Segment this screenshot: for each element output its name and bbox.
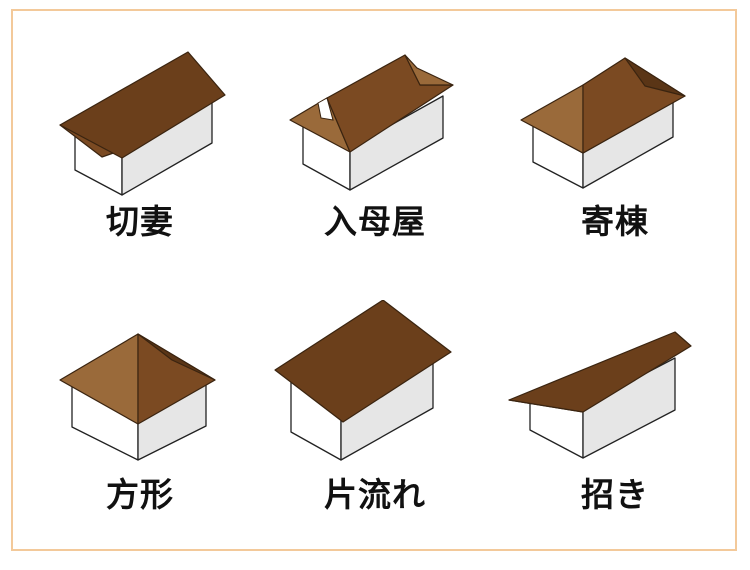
- roof-label: 切妻: [106, 202, 174, 241]
- yosemune-house-illustration: [520, 57, 686, 189]
- maneki-house-illustration: [508, 331, 692, 459]
- roof-label: 寄棟: [581, 202, 649, 241]
- katanagare-house-illustration: [274, 300, 452, 461]
- roof-type-hougyou: 方形: [20, 300, 260, 570]
- kirizuma-house-illustration: [59, 51, 226, 196]
- roof-label: 入母屋: [324, 202, 426, 241]
- roof-type-maneki: 招き: [495, 300, 735, 570]
- roof-label: 片流れ: [324, 475, 426, 514]
- roof-label: 招き: [581, 475, 649, 514]
- roof-type-kirizuma: 切妻: [20, 40, 260, 310]
- hougyou-house-illustration: [59, 333, 216, 461]
- roof-type-yosemune: 寄棟: [495, 40, 735, 310]
- roof-type-irimoya: 入母屋: [255, 40, 495, 310]
- roof-type-katanagare: 片流れ: [255, 300, 495, 570]
- roof-label: 方形: [106, 475, 174, 514]
- irimoya-house-illustration: [289, 54, 454, 191]
